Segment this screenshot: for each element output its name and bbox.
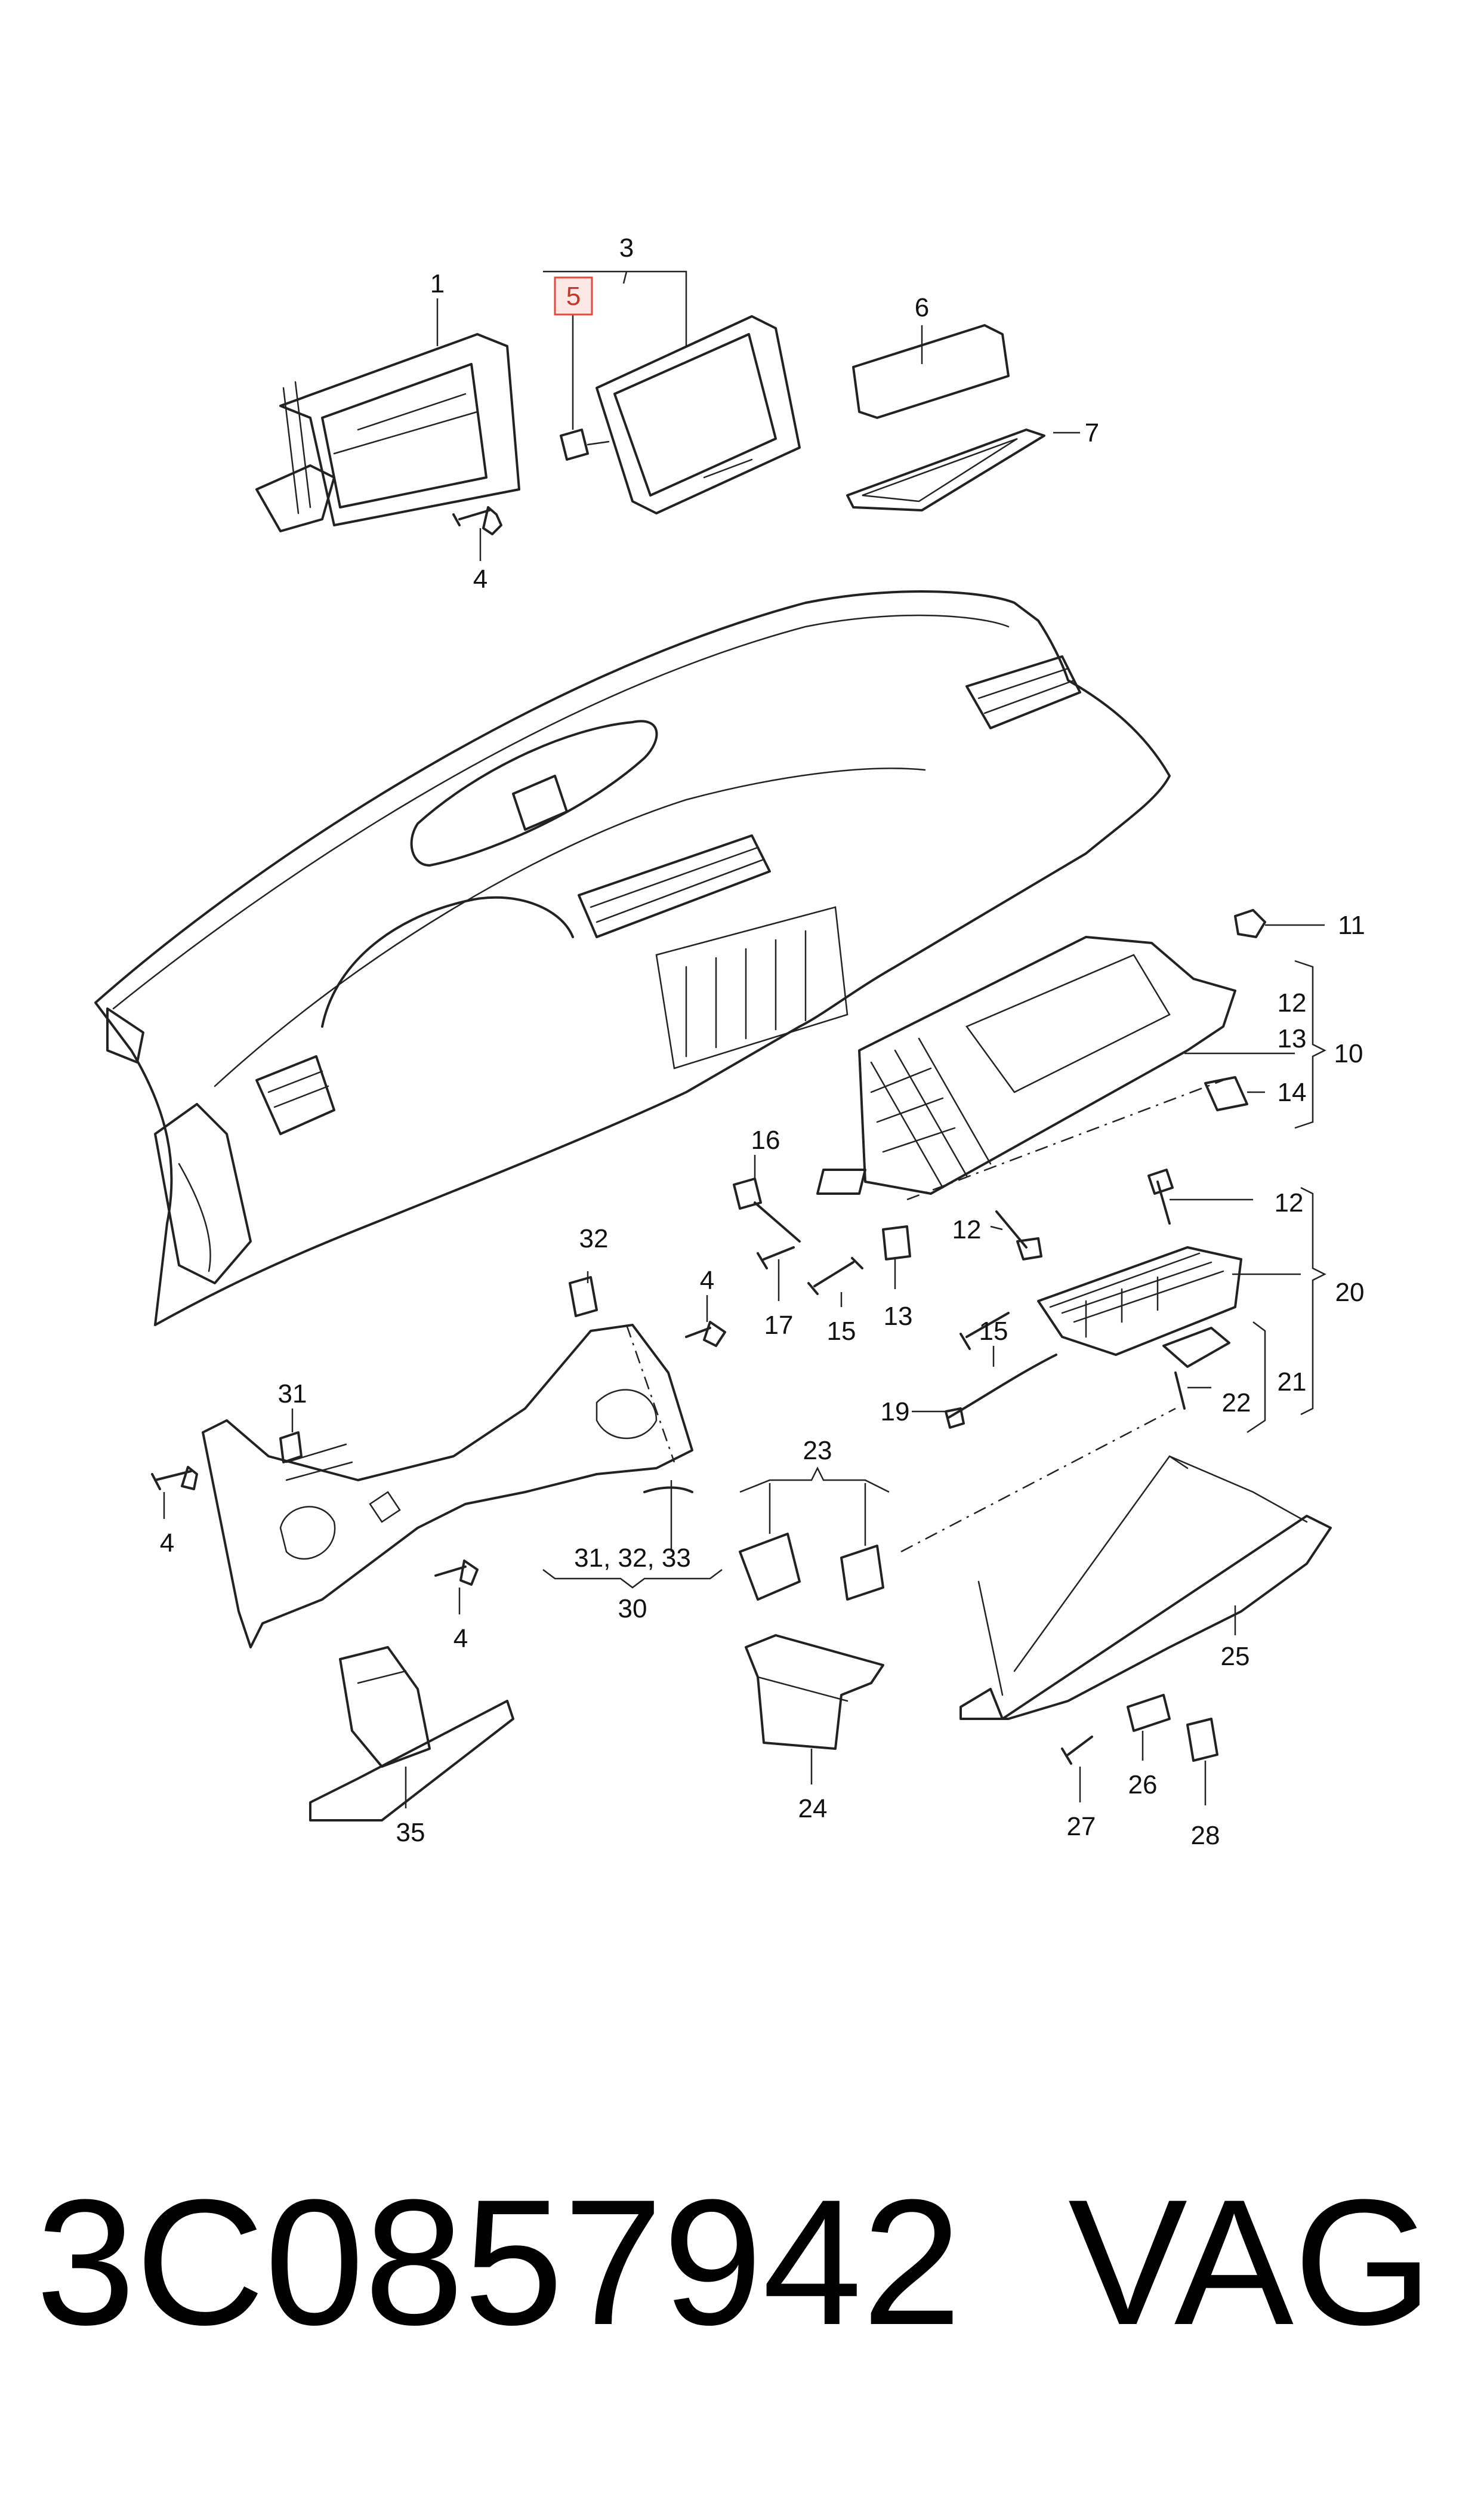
part-5-clip xyxy=(560,429,610,461)
highlight-box xyxy=(554,276,593,316)
callout-12-right: 12 xyxy=(1275,1188,1304,1218)
callout-4-left: 4 xyxy=(160,1528,174,1558)
callout-11: 11 xyxy=(1338,911,1365,940)
part-23-bracket-set xyxy=(739,1533,884,1601)
part-32-clip xyxy=(569,1276,598,1317)
part-28-lock xyxy=(1186,1718,1218,1762)
callout-4-mid: 4 xyxy=(700,1266,714,1295)
part-4-screw-mid xyxy=(685,1321,726,1347)
callout-4-top: 4 xyxy=(473,565,488,594)
part-15-bolt-left xyxy=(807,1257,863,1295)
dashboard-panel xyxy=(94,590,1171,1326)
callout-13-upper: 13 xyxy=(1278,1024,1307,1053)
part-24-tray xyxy=(745,1634,884,1750)
callout-22: 22 xyxy=(1222,1388,1251,1417)
callout-26: 26 xyxy=(1128,1770,1158,1799)
callout-4-lower: 4 xyxy=(453,1624,468,1653)
part-14-clip xyxy=(1204,1076,1248,1111)
callout-21: 21 xyxy=(1278,1367,1307,1397)
callout-15-right: 15 xyxy=(979,1317,1008,1346)
callout-35: 35 xyxy=(396,1818,425,1847)
part-21-latch xyxy=(1162,1327,1230,1368)
callout-31: 31 xyxy=(278,1379,307,1408)
part-4-screw-left xyxy=(151,1466,198,1490)
callout-25: 25 xyxy=(1221,1642,1250,1671)
part-4-screw-top xyxy=(452,506,502,535)
part-11-clip xyxy=(1234,909,1266,938)
callout-14: 14 xyxy=(1278,1078,1307,1107)
part-6-cover xyxy=(852,324,1010,419)
part-27-screw xyxy=(1061,1736,1093,1765)
callout-3: 3 xyxy=(619,233,634,263)
part-25-glovebox-lid xyxy=(959,1455,1332,1720)
part-13-clip-small xyxy=(882,1225,911,1260)
part-number: 3C0857942 xyxy=(36,2162,962,2362)
callout-19: 19 xyxy=(881,1397,910,1426)
callout-12-upper: 12 xyxy=(1278,988,1307,1018)
callout-27: 27 xyxy=(1067,1812,1096,1841)
part-4-screw-lower xyxy=(434,1559,479,1586)
callout-10: 10 xyxy=(1334,1039,1363,1068)
callout-15-left: 15 xyxy=(827,1317,856,1346)
callout-6: 6 xyxy=(915,293,929,322)
callout-30: 30 xyxy=(618,1594,647,1623)
part-3-trim-frame xyxy=(596,315,801,514)
part-30-lower-trim xyxy=(202,1324,693,1648)
part-19-cable xyxy=(945,1354,1057,1429)
callout-24: 24 xyxy=(798,1794,828,1823)
callout-32: 32 xyxy=(579,1224,609,1253)
callout-16: 16 xyxy=(751,1126,780,1155)
callout-28: 28 xyxy=(1191,1821,1220,1850)
callout-5: 5 xyxy=(566,282,581,311)
callout-17: 17 xyxy=(764,1311,794,1340)
leader-lines xyxy=(163,270,1326,1808)
part-12-pin-left xyxy=(995,1210,1042,1260)
part-15-bolt-right xyxy=(959,1312,1010,1350)
assembly-line-30 xyxy=(625,1324,675,1463)
callout-20: 20 xyxy=(1335,1278,1365,1307)
callout-23: 23 xyxy=(803,1436,832,1465)
part-1-radio-frame xyxy=(255,333,520,532)
brand-label: VAG xyxy=(1068,2162,1433,2362)
callout-7: 7 xyxy=(1085,418,1099,448)
assembly-line-25 xyxy=(900,1407,1176,1553)
callout-30-sub: 31, 32, 33 xyxy=(574,1543,691,1573)
part-20-storage-compartment xyxy=(1037,1246,1242,1356)
part-26-latch xyxy=(1127,1694,1171,1732)
assembly-line-10 xyxy=(906,1079,1224,1201)
part-16-hinge xyxy=(733,1178,801,1243)
part-17-screw xyxy=(757,1246,795,1269)
part-33-cover xyxy=(643,1486,693,1493)
part-35-cup-holder xyxy=(309,1646,514,1821)
callout-labels: 1 3 5 6 7 4 11 12 13 10 14 16 12 12 32 4… xyxy=(160,233,1365,1850)
callout-13-lower: 13 xyxy=(884,1302,913,1331)
part-12-pin-right xyxy=(1147,1169,1174,1225)
part-31-clip xyxy=(279,1431,303,1463)
part-10-glovebox-housing xyxy=(816,936,1236,1195)
callout-1: 1 xyxy=(430,269,445,298)
part-7-gasket xyxy=(846,429,1045,511)
part-22-screw xyxy=(1174,1371,1186,1410)
callout-12-left: 12 xyxy=(952,1215,982,1244)
